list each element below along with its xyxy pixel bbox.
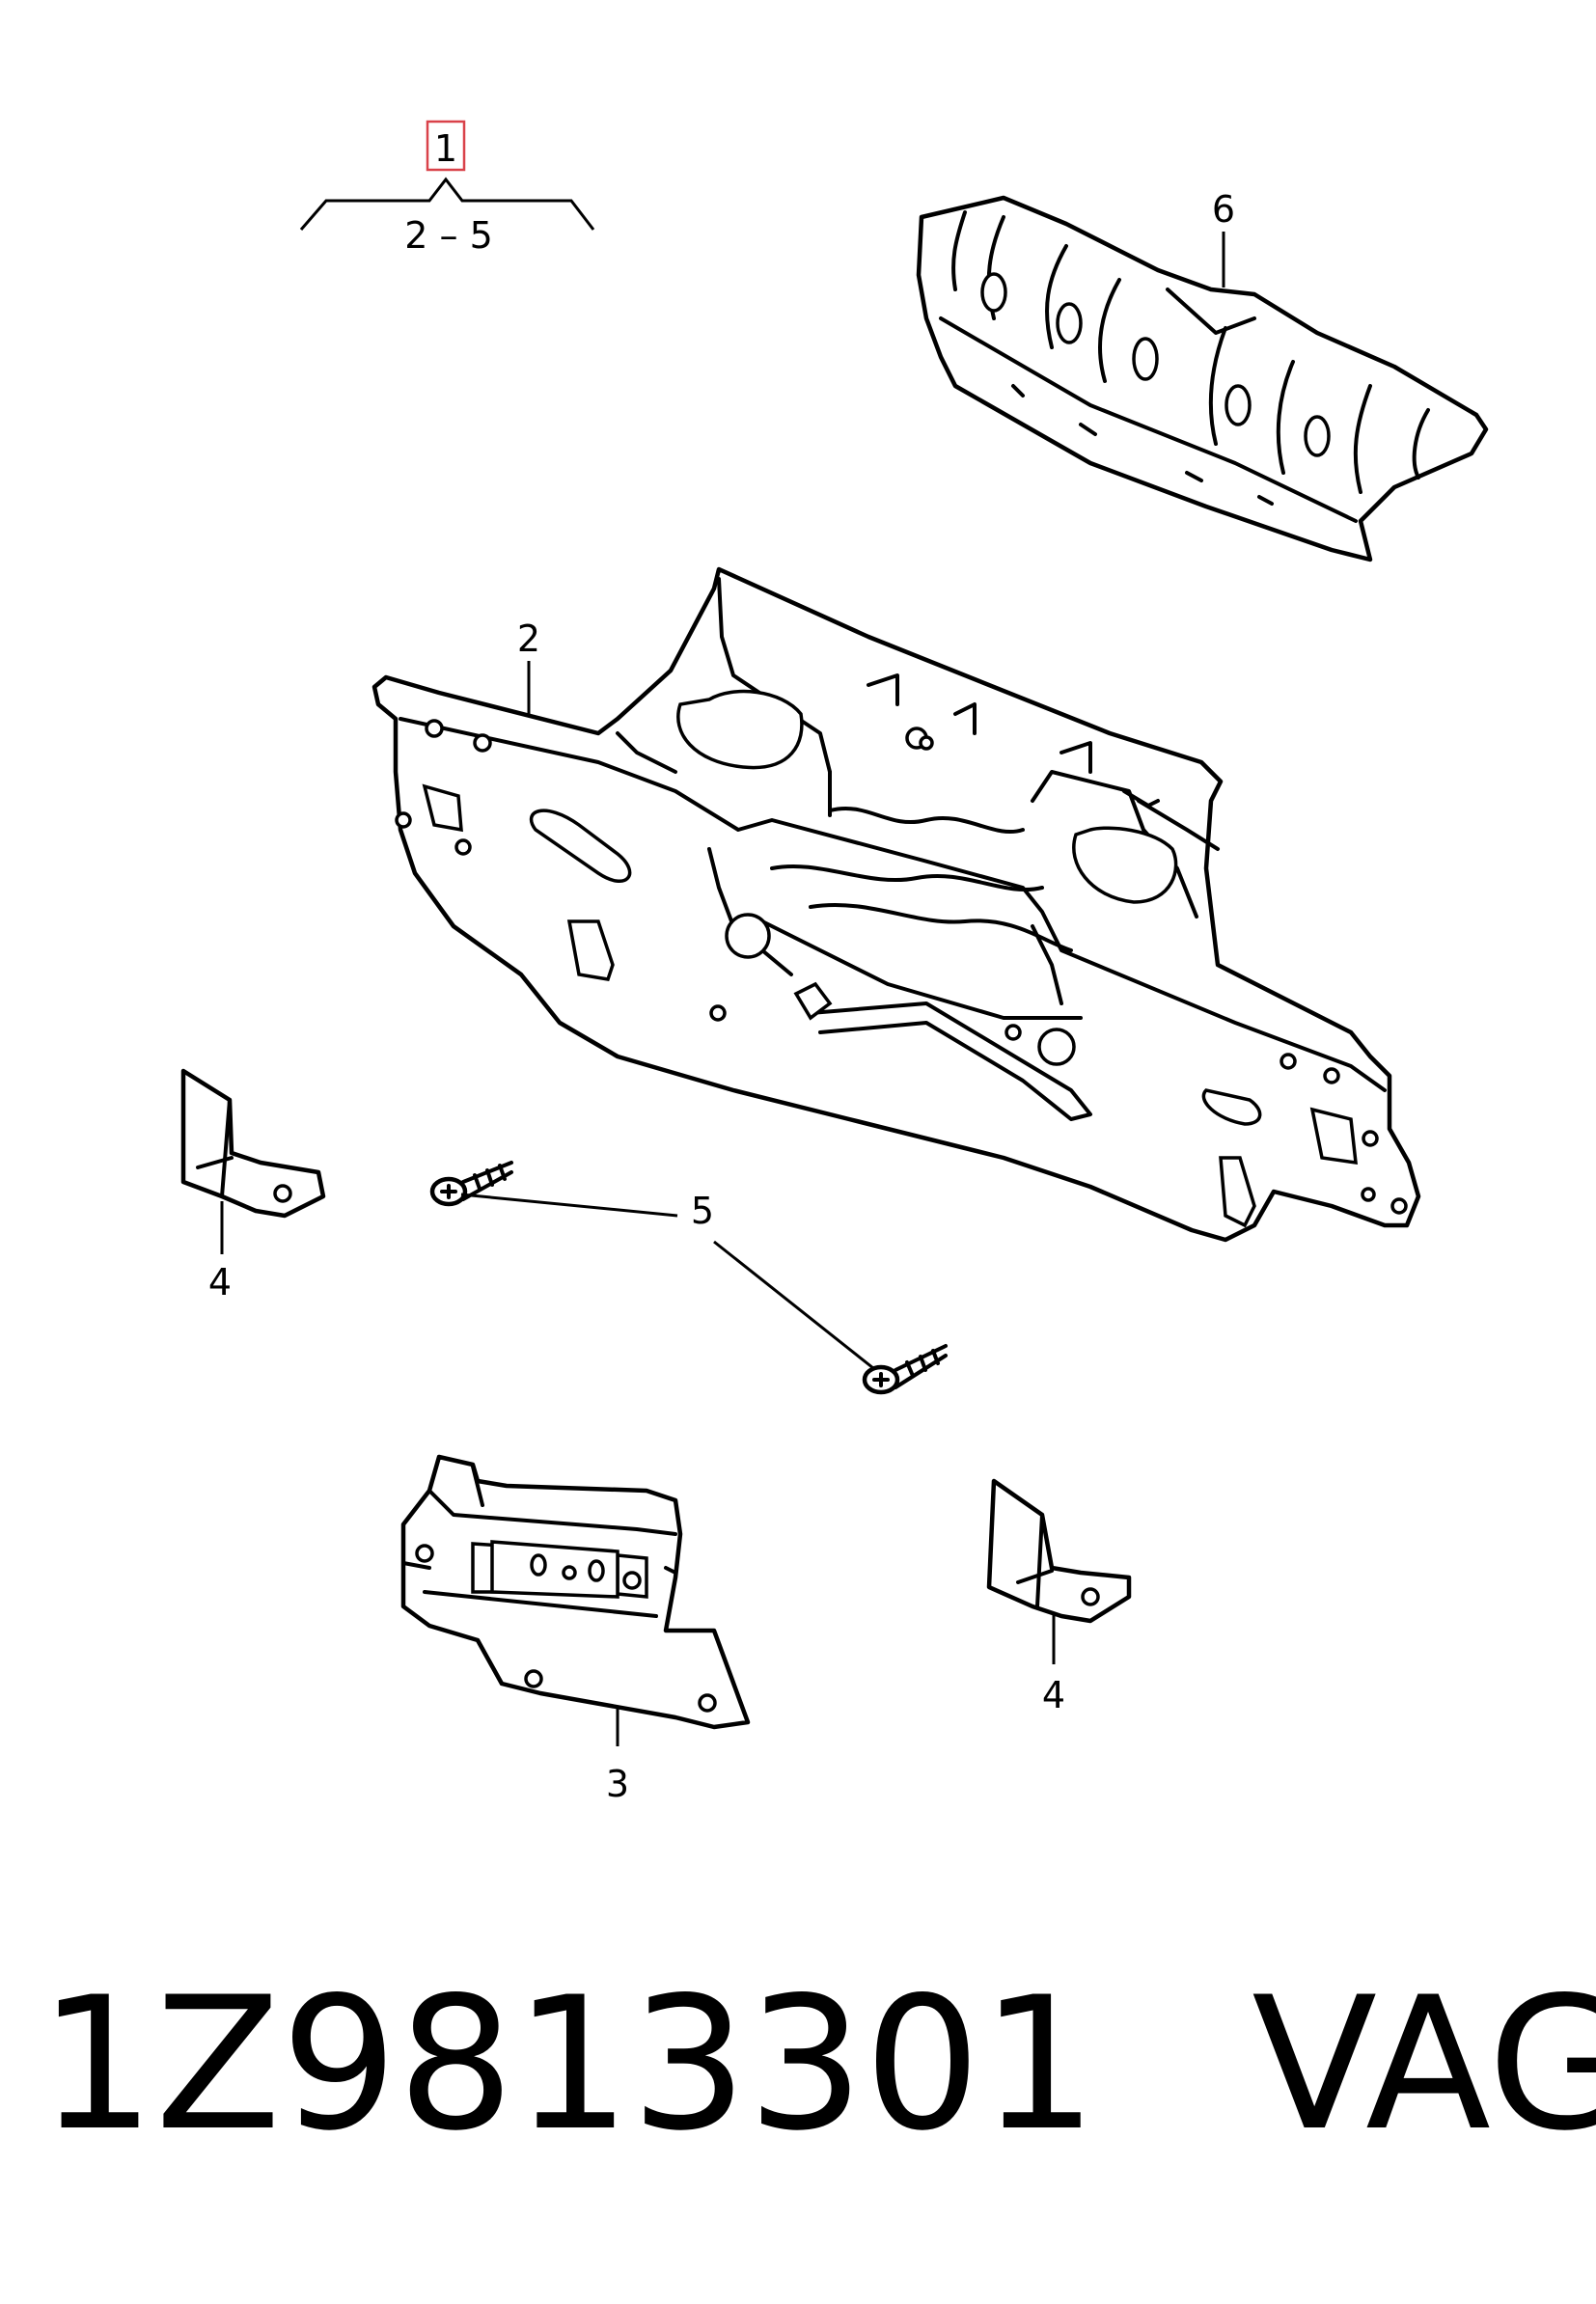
part-number-footer: 1Z9813301 VAG: [39, 1959, 1596, 2171]
part-6-reinforcement: [916, 195, 1489, 562]
part-number: 1Z9813301: [39, 1958, 1098, 2171]
part-2-rear-panel: [371, 566, 1421, 1243]
part-4-bracket-right: [986, 1478, 1132, 1624]
callout-4-left: 4: [208, 1261, 232, 1303]
callout-5: 5: [691, 1190, 714, 1232]
assembly-group-callout: 1 2 – 5: [299, 120, 595, 257]
part-5-screw-lower: [862, 1344, 948, 1395]
assembly-range-label: 2 – 5: [404, 214, 493, 257]
callout-4-right: 4: [1042, 1674, 1065, 1716]
part-3-crossmember-bracket: [400, 1454, 751, 1730]
part-5-screw-upper: [429, 1161, 513, 1207]
leader-5-lower: [713, 1240, 874, 1370]
brand-name: VAG: [1252, 1958, 1596, 2171]
leader-5-upper: [460, 1193, 678, 1218]
assembly-bracket: [299, 177, 595, 231]
callout-6: 6: [1212, 188, 1235, 231]
part-4-bracket-left: [180, 1068, 326, 1219]
assembly-callout-label: 1: [434, 127, 457, 170]
callout-3: 3: [606, 1763, 629, 1805]
assembly-highlight-box: [426, 120, 466, 172]
callout-2: 2: [517, 617, 540, 660]
